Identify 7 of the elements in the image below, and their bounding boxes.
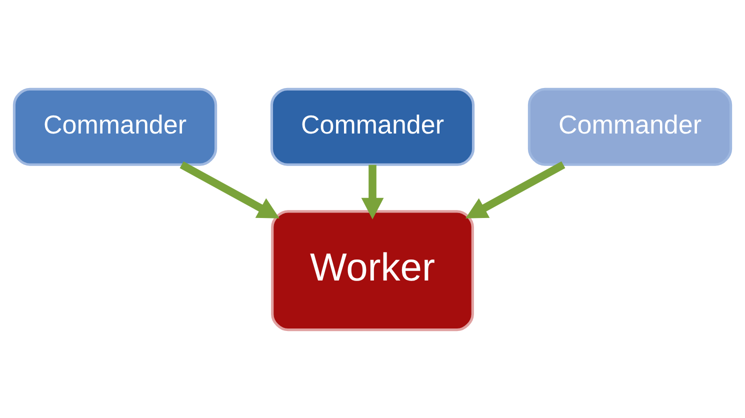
arrow — [180, 160, 280, 218]
node-box: Commander — [270, 87, 475, 166]
node-box: Commander — [12, 87, 218, 166]
arrow — [466, 160, 566, 218]
arrow — [361, 164, 384, 219]
node-box: Commander — [528, 87, 732, 166]
node-box: Worker — [271, 210, 474, 331]
